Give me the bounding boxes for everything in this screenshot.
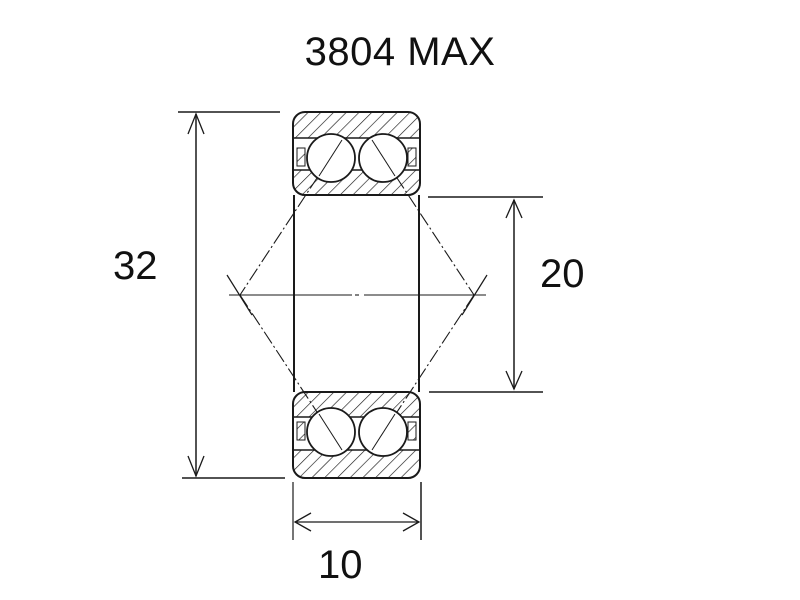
inner-diameter-label: 20 [540,252,585,296]
top-bearing-section [292,111,421,196]
width-label: 10 [318,543,363,587]
bearing-model-title: 3804 MAX [304,30,496,74]
bottom-bearing-section [292,391,421,479]
width-dimension [292,482,422,540]
bore-walls [293,195,420,392]
outer-diameter-dimension [178,111,285,479]
outer-diameter-label: 32 [113,244,158,288]
inner-diameter-dimension [428,196,543,393]
